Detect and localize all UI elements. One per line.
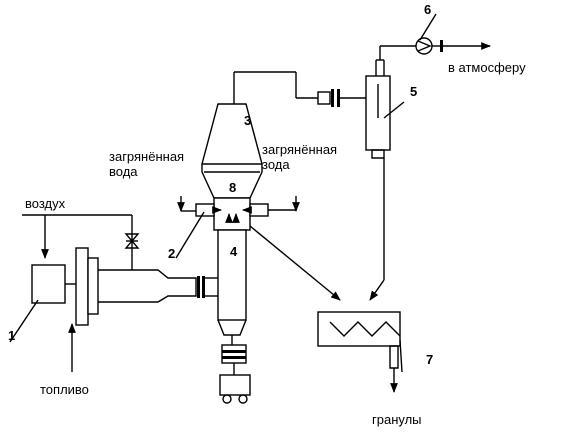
- fuel-label: топливо: [40, 382, 89, 397]
- label-number-7: 7: [426, 352, 433, 367]
- combustion-flange-inner: [87, 257, 99, 315]
- duct-flange-a: [197, 276, 200, 298]
- scrubber: [365, 59, 391, 159]
- label-number-6: 6: [424, 2, 431, 17]
- scrubber-drain-arrow: [369, 279, 385, 301]
- air-supply-line: [22, 214, 133, 270]
- label-number-2: 2: [168, 246, 175, 261]
- dirty-water-left-line1: загрянённая: [109, 149, 184, 164]
- granules-label: гранулы: [372, 412, 422, 427]
- exhaust-line: [379, 37, 491, 60]
- label-number-3: 3: [244, 113, 251, 128]
- quench-section: [177, 196, 300, 231]
- leader-1: [9, 299, 39, 343]
- gas-line: [233, 71, 366, 107]
- duct-flange-b: [202, 276, 205, 298]
- dirty-water-left-line2: вода: [109, 164, 138, 179]
- reactor-to-dryer-line: [249, 225, 341, 301]
- label-number-8: 8: [229, 180, 236, 195]
- leader-6: [419, 13, 437, 41]
- dirty-water-right-line1: загрянённая: [262, 142, 337, 157]
- leader-2: [175, 211, 205, 259]
- reactor-column: [217, 229, 247, 345]
- leader-5: [383, 101, 405, 119]
- label-number-5: 5: [410, 84, 417, 99]
- leader-7: [399, 339, 403, 373]
- air-label: воздух: [25, 196, 66, 211]
- granulator: [317, 311, 401, 393]
- air-valve: [124, 233, 140, 249]
- combustion-chamber-duct: [98, 269, 197, 303]
- label-number-1: 1: [8, 328, 15, 343]
- atmosphere-label: в атмосферу: [448, 60, 526, 75]
- label-number-4: 4: [230, 244, 238, 259]
- discharge-unit: [219, 344, 251, 404]
- burner-box: [31, 264, 66, 304]
- combustion-flange-outer: [75, 247, 89, 326]
- dirty-water-right-line2: зода: [262, 157, 290, 172]
